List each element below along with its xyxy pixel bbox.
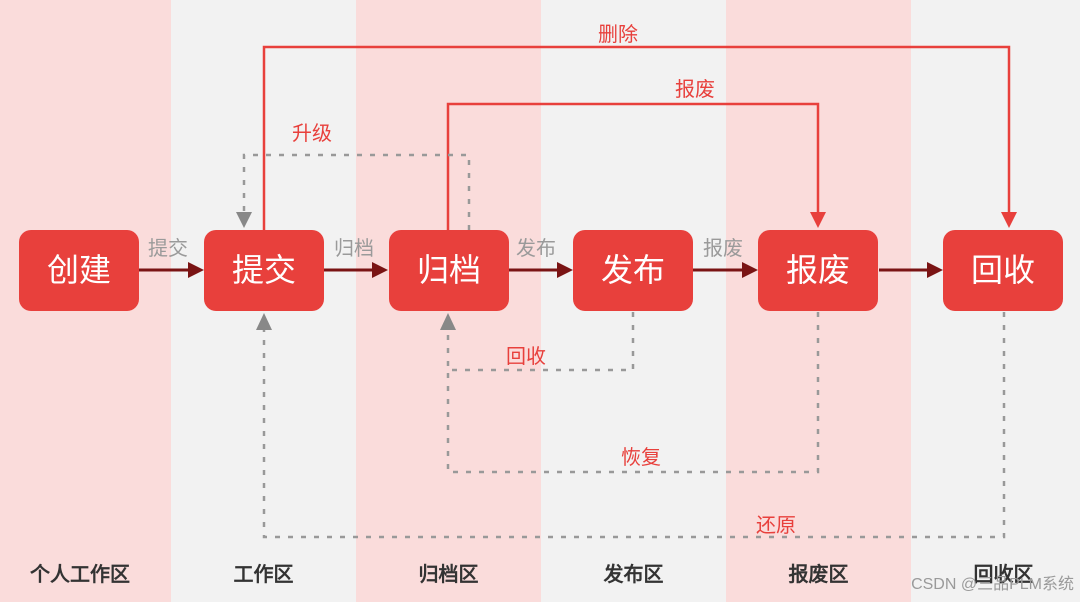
edge-label-submit: 提交: [148, 236, 188, 260]
forward-arrow-scrap-recycle: [879, 262, 943, 278]
edge-label-release: 发布: [516, 236, 556, 260]
node-recycle: 回收: [943, 230, 1063, 311]
forward-arrow-submit-archive: [324, 262, 388, 278]
edge-label-scrap: 报废: [703, 236, 743, 260]
revert-arrow: [256, 312, 1006, 539]
forward-arrow-archive-release: [509, 262, 573, 278]
zone-label-release: 发布区: [603, 562, 664, 586]
edge-label-restore: 恢复: [621, 445, 661, 469]
node-scrap: 报废: [758, 230, 878, 311]
edge-label-delete: 删除: [598, 22, 638, 46]
zone-label-recycle: 回收区: [973, 562, 1034, 586]
zone-label-personal-workspace: 个人工作区: [30, 562, 130, 586]
recycle-arrow: [440, 312, 635, 372]
scrap-arrow: [446, 102, 826, 230]
node-submit: 提交: [204, 230, 324, 311]
node-release: 发布: [573, 230, 693, 311]
edge-label-upgrade: 升级: [292, 121, 332, 145]
delete-arrow: [262, 45, 1017, 230]
zone-label-archive: 归档区: [418, 562, 479, 586]
edge-label-revert: 还原: [756, 513, 796, 537]
upgrade-arrow: [236, 153, 471, 230]
node-archive: 归档: [389, 230, 509, 311]
edge-label-archive: 归档: [334, 236, 374, 260]
zone-label-scrap: 报废区: [788, 562, 849, 586]
forward-arrow-release-scrap: [693, 262, 758, 278]
zone-label-workspace: 工作区: [233, 562, 294, 586]
forward-arrow-create-submit: [139, 262, 204, 278]
node-create: 创建: [19, 230, 139, 311]
edge-label-recycle: 回收: [506, 344, 546, 368]
restore-arrow: [446, 312, 820, 474]
watermark: CSDN @三品PLM系统: [911, 576, 1074, 593]
edge-label-scrap-top: 报废: [675, 77, 715, 101]
